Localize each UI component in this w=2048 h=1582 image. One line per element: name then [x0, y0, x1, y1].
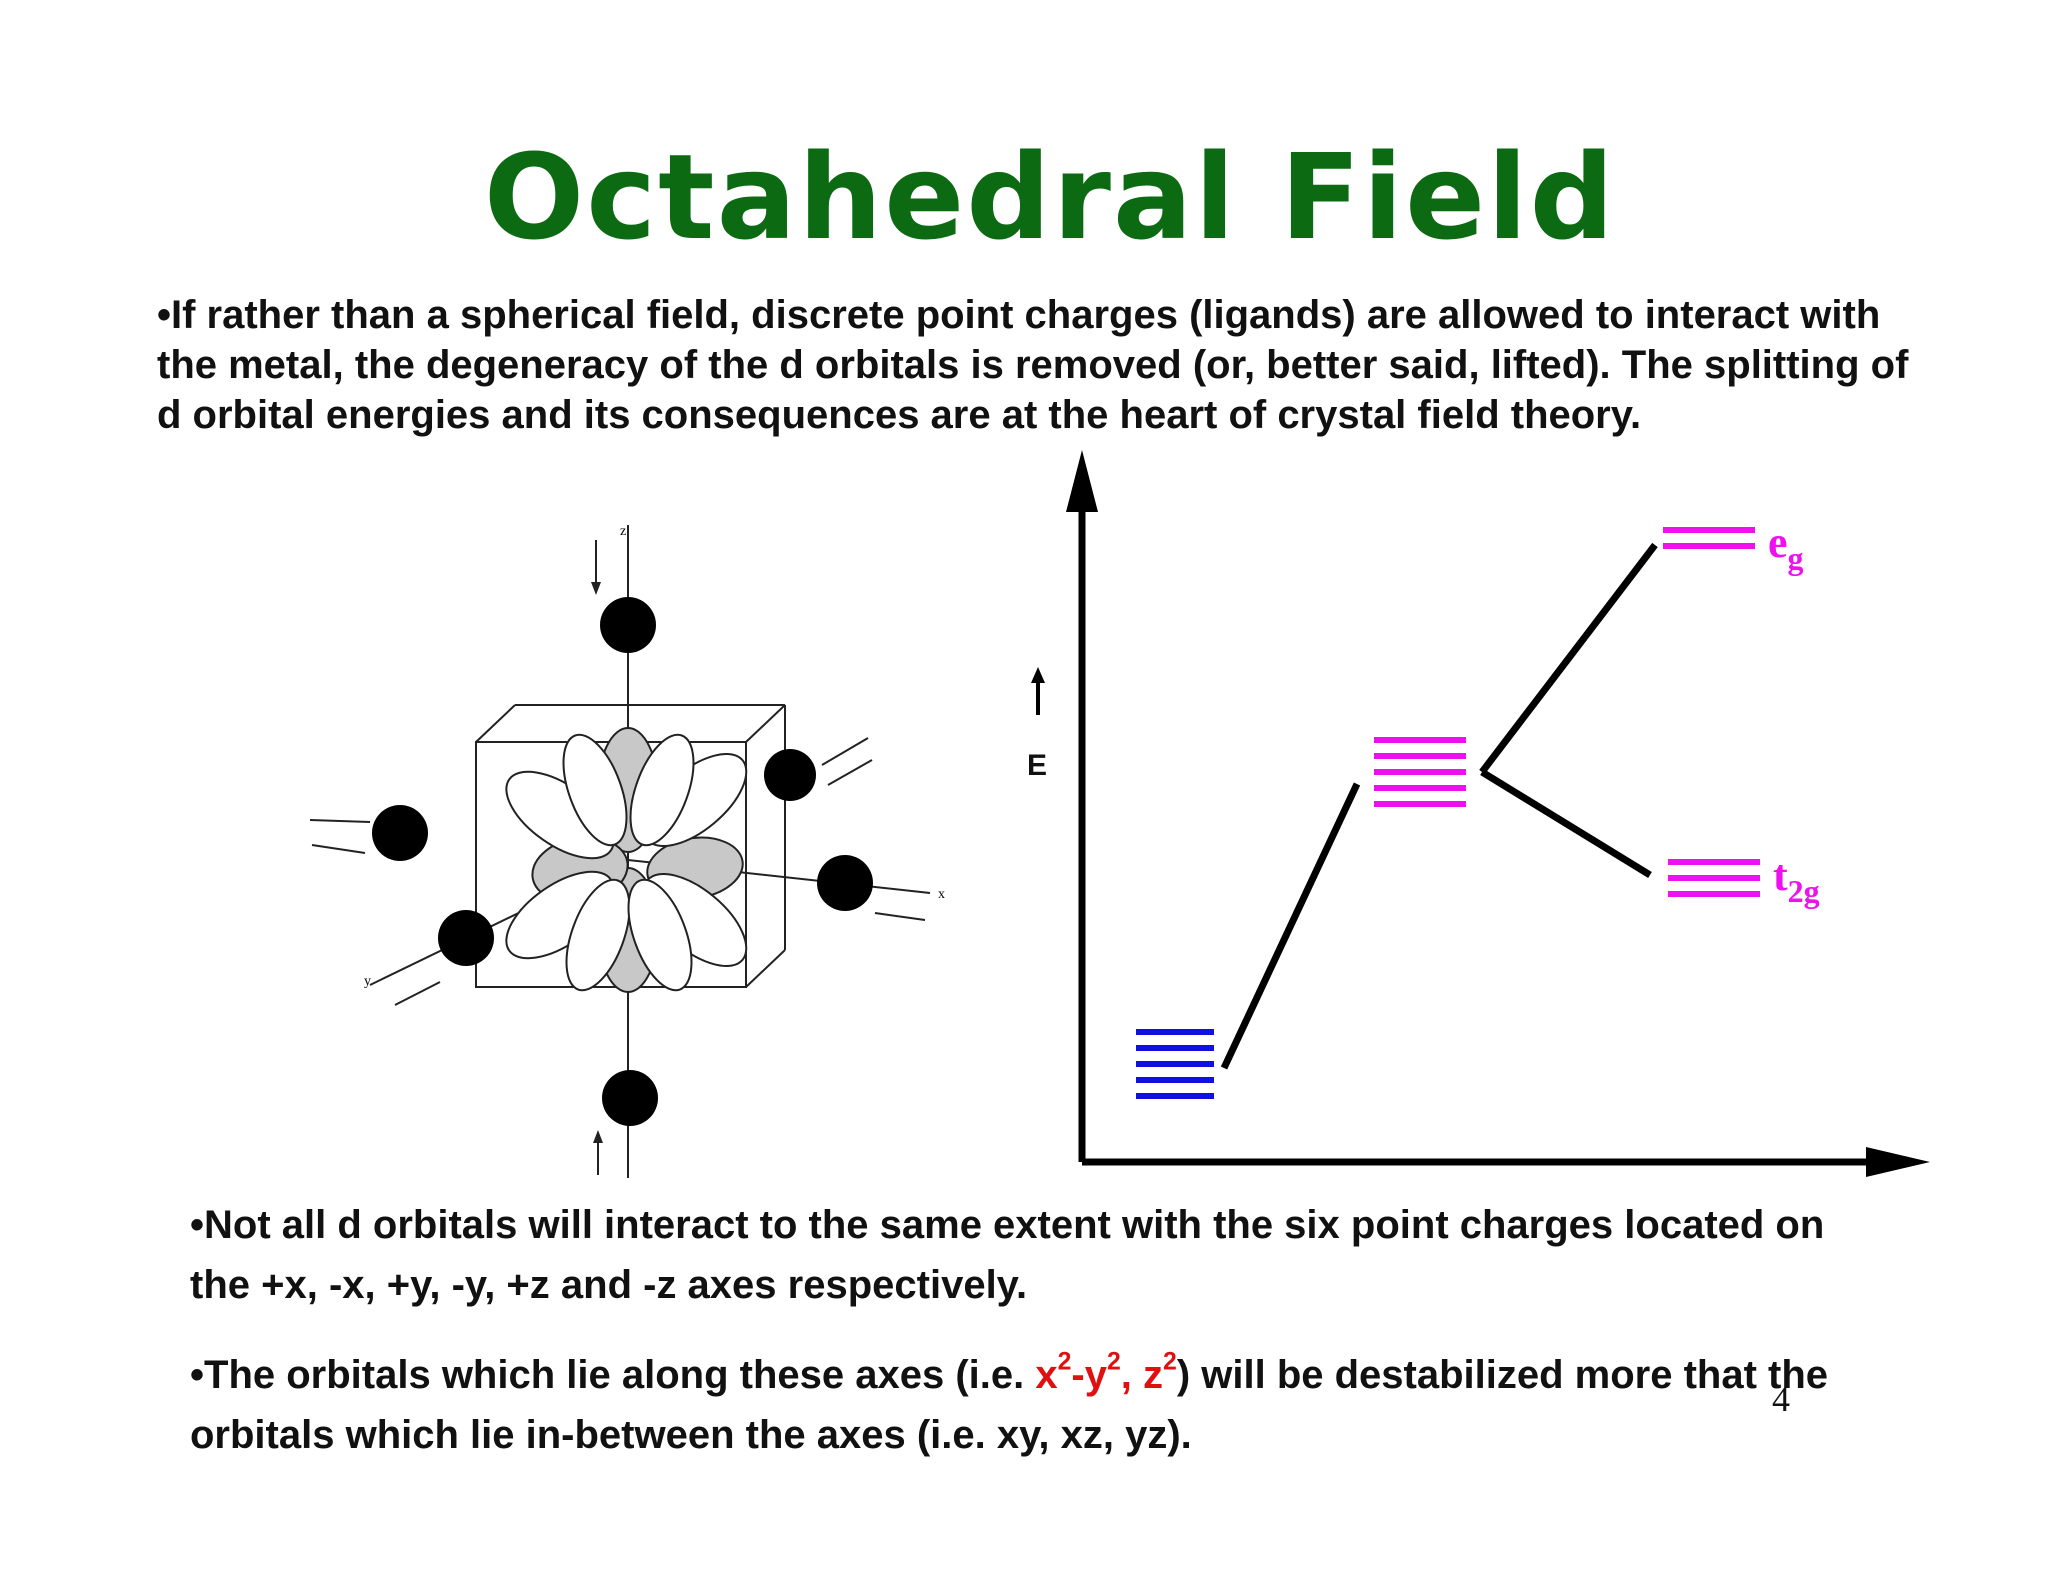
- t2g-connector: [1482, 772, 1650, 875]
- orbital-x: x: [1035, 1353, 1057, 1397]
- barycenter-levels: [1374, 740, 1466, 804]
- orbital-x-sup: 2: [1058, 1348, 1072, 1375]
- orbital-y: -y: [1071, 1353, 1107, 1397]
- eg-levels: [1663, 530, 1755, 546]
- orbital-y-sup: 2: [1107, 1348, 1121, 1375]
- axes-paragraph: •Not all d orbitals will interact to the…: [190, 1195, 1840, 1315]
- p3-prefix: •The orbitals which lie along these axes…: [190, 1353, 1035, 1397]
- t2g-label: t2g: [1773, 851, 1820, 909]
- baseline-arrowhead: [1866, 1147, 1930, 1177]
- degenerate-levels: [1136, 1032, 1214, 1096]
- eg-label: eg: [1768, 518, 1804, 576]
- page-number: 4: [1772, 1378, 1790, 1420]
- destabilization-paragraph: •The orbitals which lie along these axes…: [190, 1345, 1840, 1465]
- e-arrowhead: [1031, 667, 1045, 683]
- raise-connector: [1224, 784, 1357, 1068]
- eg-connector: [1482, 545, 1655, 772]
- orbital-z: , z: [1121, 1353, 1163, 1397]
- orbital-z-sup: 2: [1163, 1348, 1177, 1375]
- t2g-levels: [1668, 862, 1760, 894]
- energy-axis-arrowhead: [1066, 450, 1098, 512]
- energy-label: E: [1027, 749, 1047, 782]
